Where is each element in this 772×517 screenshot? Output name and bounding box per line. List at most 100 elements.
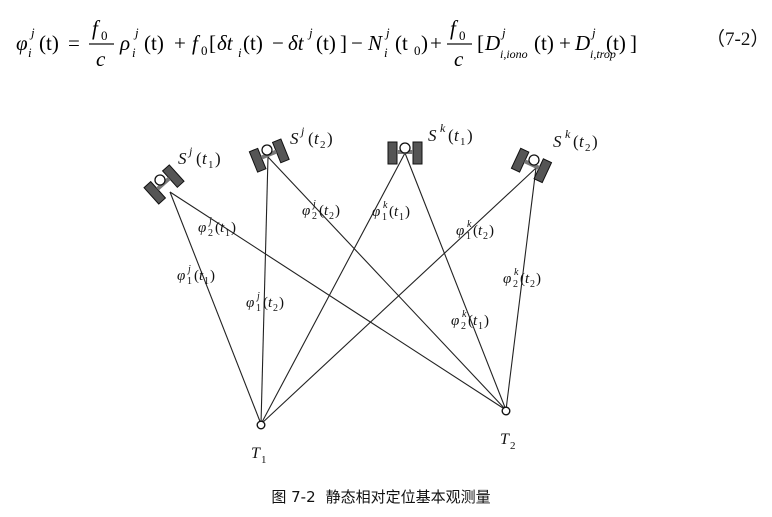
svg-text:t: t bbox=[394, 204, 399, 220]
svg-text:(: ( bbox=[448, 126, 454, 145]
eq-minus-1: − bbox=[272, 31, 284, 55]
eq-N-arg-sub: 0 bbox=[414, 43, 421, 58]
svg-text:k: k bbox=[462, 309, 467, 320]
svg-text:): ) bbox=[592, 132, 598, 151]
eq-N-sub: i bbox=[384, 45, 388, 60]
svg-text:j: j bbox=[255, 291, 260, 302]
eq-D-iono: D bbox=[484, 31, 500, 55]
eq-D-trop-sup: j bbox=[590, 25, 596, 40]
svg-text:2: 2 bbox=[208, 228, 213, 239]
eq-rho-sup: j bbox=[133, 25, 139, 40]
line-sk-t1-T2 bbox=[404, 152, 507, 411]
svg-text:(: ( bbox=[263, 295, 268, 311]
eq-plus-1: + bbox=[174, 31, 186, 55]
satellite-label-sj-t1: S j ( t 1 ) bbox=[178, 144, 221, 171]
phase-label: φ 2 j ( t 1 ) bbox=[198, 216, 236, 239]
eq-D-trop: D bbox=[574, 31, 590, 55]
eq-rho-arg: (t) bbox=[144, 31, 164, 55]
eq-f0-num-sub: 0 bbox=[101, 28, 108, 43]
svg-text:j: j bbox=[207, 216, 212, 227]
svg-text:): ) bbox=[215, 149, 221, 168]
satellite-icon bbox=[510, 147, 553, 184]
svg-text:j: j bbox=[299, 124, 305, 138]
line-sk-t1-T1 bbox=[260, 152, 406, 425]
eq-f0-num-2: f bbox=[450, 16, 459, 40]
eq-f0-2: f bbox=[192, 31, 201, 55]
svg-text:φ: φ bbox=[302, 203, 310, 219]
eq-bracket-open-2: [ bbox=[477, 31, 484, 55]
svg-text:1: 1 bbox=[466, 231, 471, 242]
line-sk-t2-T2 bbox=[505, 167, 537, 411]
svg-text:): ) bbox=[467, 126, 473, 145]
svg-text:(: ( bbox=[573, 132, 579, 151]
svg-text:k: k bbox=[383, 200, 388, 211]
svg-text:1: 1 bbox=[382, 212, 387, 223]
svg-text:k: k bbox=[440, 121, 446, 135]
line-sj-t2-T1 bbox=[260, 156, 269, 425]
eq-bracket-close: ] bbox=[340, 31, 347, 55]
svg-text:S: S bbox=[428, 126, 437, 145]
svg-text:): ) bbox=[405, 204, 410, 220]
svg-text:): ) bbox=[489, 223, 494, 239]
eq-delta-t-j-arg: (t) bbox=[316, 31, 336, 55]
svg-text:2: 2 bbox=[329, 211, 334, 222]
line-sk-t2-T1 bbox=[260, 167, 537, 425]
svg-text:j: j bbox=[186, 264, 191, 275]
svg-text:(: ( bbox=[196, 149, 202, 168]
eq-rho-sub: i bbox=[132, 45, 136, 60]
svg-text:(: ( bbox=[215, 220, 220, 236]
svg-text:2: 2 bbox=[320, 139, 326, 151]
svg-text:1: 1 bbox=[399, 212, 404, 223]
svg-text:): ) bbox=[231, 220, 236, 236]
eq-bracket-close-2: ] bbox=[630, 31, 637, 55]
svg-text:t: t bbox=[199, 268, 204, 284]
svg-text:t: t bbox=[579, 132, 585, 151]
eq-N-sup: j bbox=[384, 25, 390, 40]
svg-text:2: 2 bbox=[530, 279, 535, 290]
svg-text:(: ( bbox=[468, 313, 473, 329]
eq-bracket-open: [ bbox=[209, 31, 216, 55]
equation-number: （7-2） bbox=[706, 29, 770, 50]
svg-text:t: t bbox=[473, 313, 478, 329]
eq-N: N bbox=[367, 31, 383, 55]
eq-f0-num: f bbox=[92, 16, 101, 40]
phase-label: φ 2 k ( t 2 ) bbox=[503, 267, 541, 290]
svg-text:T: T bbox=[251, 445, 261, 462]
eq-delta-t-i: δt bbox=[217, 31, 234, 55]
svg-text:j: j bbox=[311, 199, 316, 210]
svg-text:φ: φ bbox=[246, 295, 254, 311]
satellite-icon bbox=[387, 141, 423, 165]
svg-text:): ) bbox=[335, 203, 340, 219]
eq-minus-2: − bbox=[351, 31, 363, 55]
receiver-T1-marker bbox=[256, 420, 266, 430]
svg-text:S: S bbox=[290, 129, 299, 148]
svg-text:1: 1 bbox=[204, 276, 209, 287]
svg-text:φ: φ bbox=[177, 268, 185, 284]
svg-text:t: t bbox=[202, 149, 208, 168]
svg-text:2: 2 bbox=[510, 440, 516, 452]
phase-label: φ 1 j ( t 1 ) bbox=[177, 264, 215, 287]
eq-c-den: c bbox=[96, 47, 106, 71]
svg-text:1: 1 bbox=[187, 276, 192, 287]
svg-text:φ: φ bbox=[372, 204, 380, 220]
svg-text:t: t bbox=[268, 295, 273, 311]
svg-text:2: 2 bbox=[273, 303, 278, 314]
svg-text:1: 1 bbox=[225, 228, 230, 239]
svg-text:φ: φ bbox=[451, 313, 459, 329]
receiver-T1-label: T 1 bbox=[251, 445, 267, 466]
svg-text:φ: φ bbox=[456, 223, 464, 239]
figure-number: 图 7-2 bbox=[271, 488, 316, 506]
line-sj-t1-T1 bbox=[169, 191, 262, 425]
svg-text:T: T bbox=[500, 431, 510, 448]
svg-text:t: t bbox=[314, 129, 320, 148]
svg-text:1: 1 bbox=[208, 159, 214, 171]
satellite-label-sk-t2: S k ( t 2 ) bbox=[553, 127, 598, 154]
line-sj-t2-T2 bbox=[267, 156, 507, 411]
eq-delta-t-i-sub: i bbox=[238, 45, 242, 60]
eq-D-iono-arg: (t) bbox=[534, 31, 554, 55]
svg-text:(: ( bbox=[194, 268, 199, 284]
phase-label: φ 1 k ( t 1 ) bbox=[372, 200, 410, 223]
svg-text:2: 2 bbox=[312, 211, 317, 222]
svg-text:2: 2 bbox=[483, 231, 488, 242]
